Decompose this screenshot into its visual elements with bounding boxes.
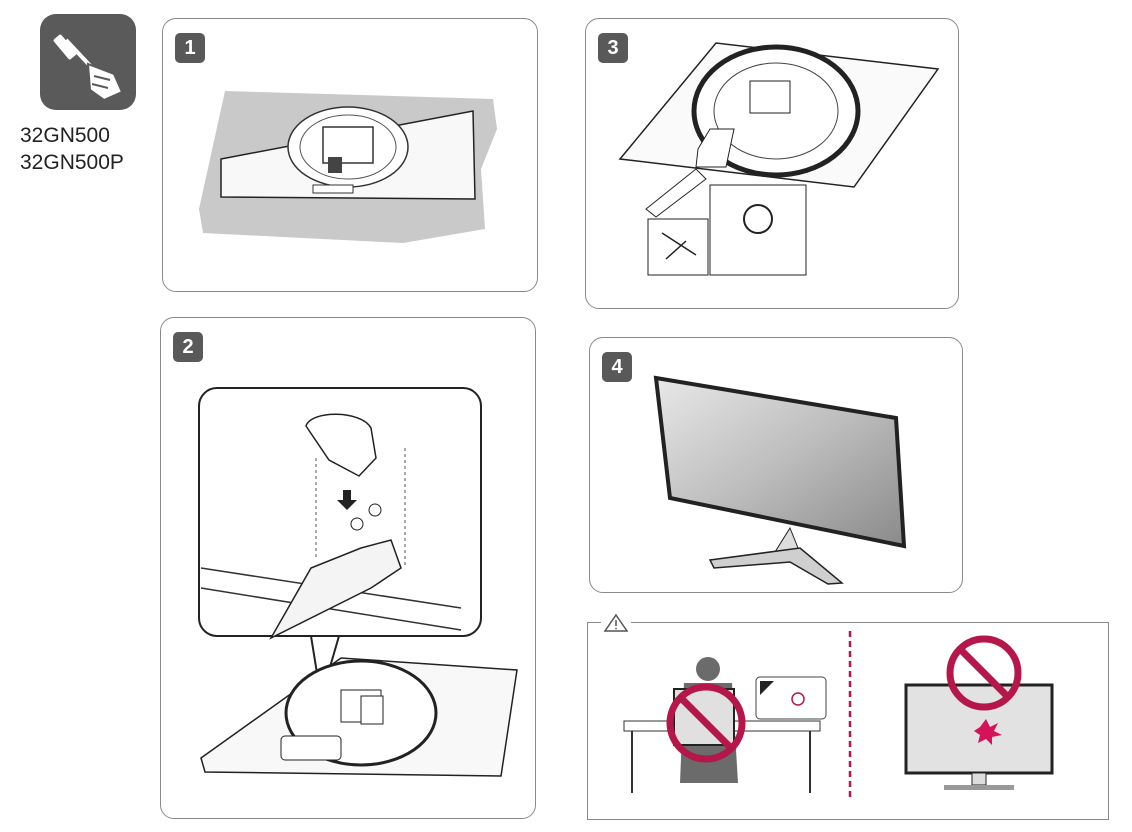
step-number-1: 1 (175, 33, 205, 63)
caution-panel (587, 622, 1109, 820)
model-name-1: 32GN500 (20, 124, 110, 147)
step-number-4: 4 (602, 352, 632, 382)
step-3-panel: 3 (585, 18, 959, 309)
step-number-3: 3 (598, 33, 628, 63)
screwdriver-hand-icon (40, 14, 136, 110)
step-2-panel: 2 (160, 317, 536, 819)
warning-triangle-icon (601, 612, 631, 634)
assembled-monitor-illustration (653, 375, 907, 585)
step-1-panel: 1 (162, 18, 538, 292)
step-number-2: 2 (173, 332, 203, 362)
monitor-face-down-illustration (199, 91, 497, 243)
model-name-2: 32GN500P (20, 151, 124, 174)
caution-illustrations (623, 631, 1054, 801)
step-4-panel: 4 (589, 337, 963, 593)
stand-base-screw-illustration (618, 42, 940, 276)
stand-attach-illustration (198, 387, 518, 777)
